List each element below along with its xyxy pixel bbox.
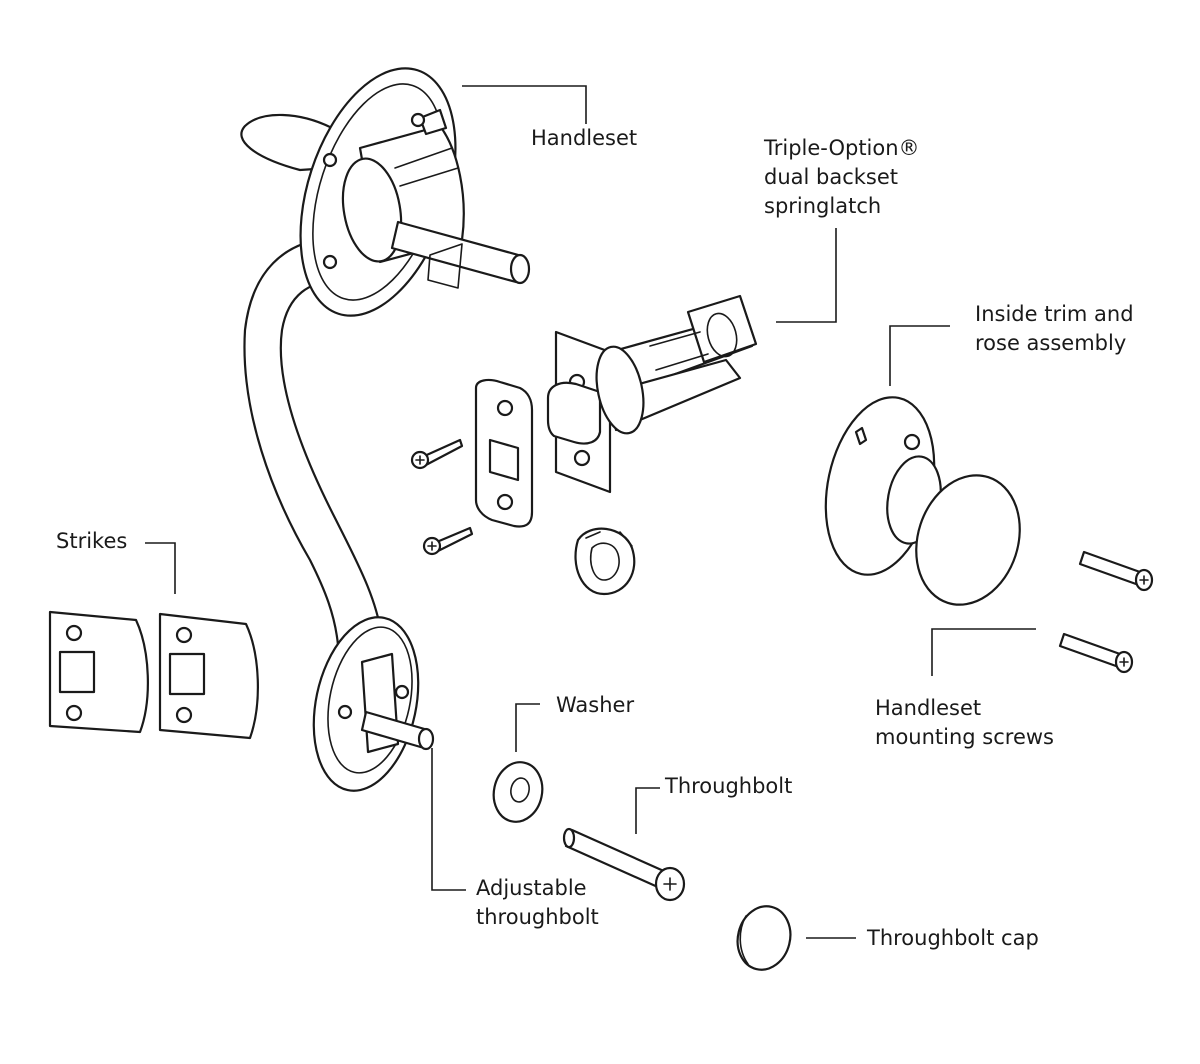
throughbolt-cap-label-text: Throughbolt cap [867, 926, 1039, 950]
springlatch-part [546, 294, 758, 494]
latch-retainer-part [574, 527, 636, 596]
springlatch-label-line-2: dual backset [764, 165, 899, 189]
adjustable-throughbolt-label: Adjustable throughbolt [476, 874, 599, 932]
washer-part [492, 761, 544, 823]
strikes-label: Strikes [56, 527, 127, 556]
mounting-screws-part [1058, 550, 1154, 674]
adjustable-throughbolt-label-line-1: Adjustable [476, 876, 587, 900]
throughbolt-part [562, 827, 686, 902]
throughbolt-cap-part [736, 905, 792, 971]
throughbolt-leader [635, 787, 660, 834]
inside-trim-leader [889, 325, 950, 386]
inside-trim-part [824, 396, 1021, 606]
handleset-leader [462, 85, 587, 124]
throughbolt-label-text: Throughbolt [665, 774, 793, 798]
springlatch-label-line-3: springlatch [764, 194, 882, 218]
inside-trim-label: Inside trim and rose assembly [975, 300, 1134, 358]
strikes-leader [145, 542, 176, 594]
mounting-screws-label: Handleset mounting screws [875, 694, 1054, 752]
washer-label: Washer [556, 691, 634, 720]
handleset-label-text: Handleset [531, 126, 638, 150]
mounting-screws-label-line-2: mounting screws [875, 725, 1055, 749]
handleset-part [240, 67, 531, 792]
adjustable-throughbolt-label-line-2: throughbolt [476, 905, 599, 929]
washer-label-text: Washer [556, 693, 635, 717]
inside-trim-label-line-1: Inside trim and [975, 302, 1134, 326]
mounting-screws-label-line-1: Handleset [875, 696, 982, 720]
handleset-label: Handleset [531, 124, 637, 153]
strikes-part [48, 610, 259, 740]
washer-leader [515, 703, 540, 752]
latch-strike-plate-part [410, 378, 534, 556]
inside-trim-label-line-2: rose assembly [975, 331, 1127, 355]
throughbolt-cap-label: Throughbolt cap [867, 924, 1039, 953]
strikes-label-text: Strikes [56, 529, 128, 553]
springlatch-label-line-1: Triple-Option® [764, 136, 920, 160]
mounting-screws-leader [931, 628, 1036, 676]
springlatch-leader [776, 228, 837, 323]
adjustable-throughbolt-leader [431, 748, 466, 891]
throughbolt-label: Throughbolt [665, 772, 792, 801]
springlatch-label: Triple-Option® dual backset springlatch [764, 134, 920, 221]
